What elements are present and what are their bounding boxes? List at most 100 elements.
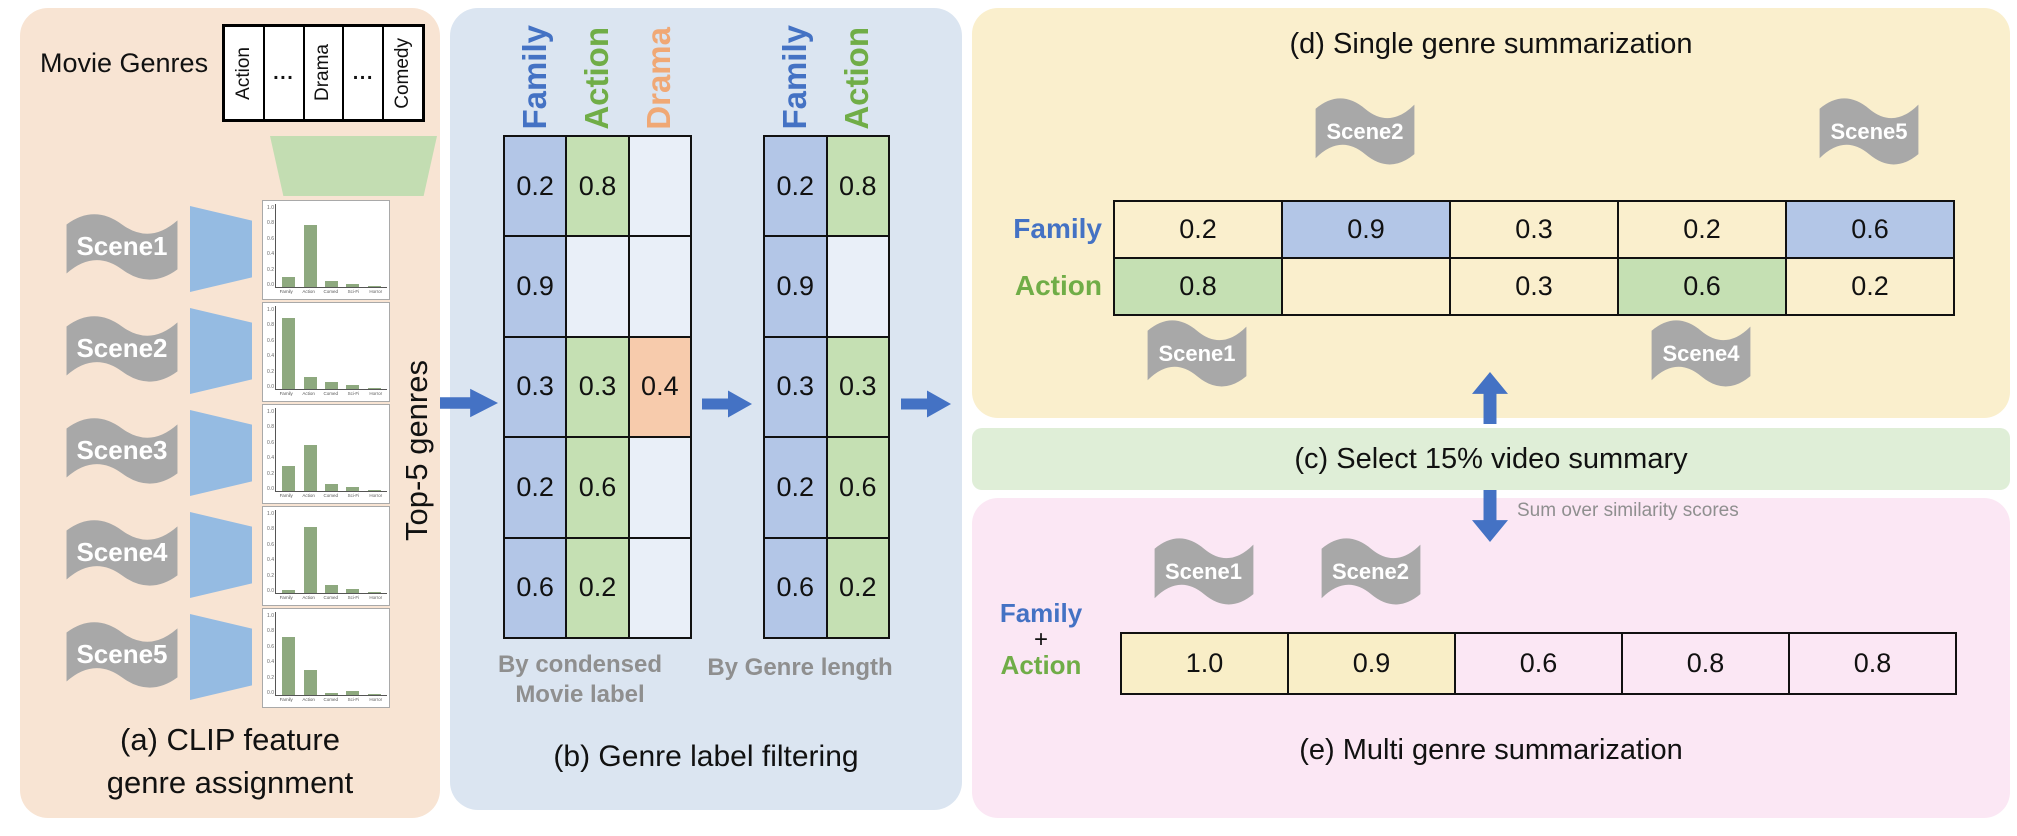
column-header: Action — [565, 14, 627, 130]
chart-bar — [324, 281, 338, 287]
matrix-cell: 0.2 — [764, 437, 827, 538]
column-header-label: Family — [515, 25, 553, 130]
genre-strip-label: ... — [273, 61, 295, 84]
y-tick-label: 0.8 — [267, 322, 274, 329]
row-label-family: Family — [1013, 212, 1102, 244]
scene-flag: Scene5 — [1812, 86, 1926, 181]
x-tick-label: Sci-Fi — [347, 493, 360, 498]
matrix-cell — [826, 236, 889, 337]
flag-shape — [1321, 538, 1420, 605]
y-tick-label: 0.2 — [267, 674, 274, 681]
matrix-cell: 0.2 — [504, 136, 567, 237]
scene-flag: Scene2 — [1308, 86, 1422, 181]
y-tick-label: 0.4 — [267, 251, 274, 258]
matrix-cell: 0.9 — [764, 236, 827, 337]
caption-line: By Genre length — [707, 654, 893, 681]
y-tick-label: 0.4 — [267, 353, 274, 360]
matrix-cell: 0.3 — [764, 336, 827, 438]
encoder-trapezoid — [190, 410, 252, 496]
y-tick-label: 0.6 — [267, 643, 274, 650]
column-header: Action — [825, 14, 887, 130]
flag-shape — [66, 316, 178, 382]
caption-line: Movie label — [515, 681, 645, 708]
row-label-action: Action — [1014, 269, 1102, 301]
scene-flag-label: Scene3 — [76, 435, 168, 466]
x-tick-label: Horror — [369, 595, 383, 600]
caption-a-line1: (a) CLIP feature — [120, 722, 340, 757]
matrix-cell — [628, 236, 691, 337]
matrix-cell — [566, 236, 629, 337]
x-tick-label: Action — [302, 595, 315, 600]
x-tick-label: Family — [279, 595, 293, 600]
chart-bar — [324, 484, 338, 491]
y-tick-label: 0.2 — [267, 368, 274, 375]
chart-bar — [346, 588, 360, 593]
x-tick-label: Horror — [369, 289, 383, 294]
chart-bars — [275, 612, 387, 696]
scene-flag: Scene2 — [1314, 526, 1428, 621]
scene-flag-label: Scene1 — [1164, 558, 1243, 584]
encoder-trapezoid — [190, 308, 252, 394]
matrix-cell: 0.8 — [1789, 633, 1956, 694]
x-tick-label: Comedy — [323, 289, 338, 294]
flag-shape — [1315, 98, 1415, 165]
matrix-cell: 0.2 — [566, 537, 629, 638]
matrix-cell: 0.3 — [566, 336, 629, 438]
flag-shape — [1147, 320, 1247, 387]
x-tick-label: Sci-Fi — [347, 391, 360, 396]
genre-strip-cell: Drama — [302, 27, 343, 119]
chart-bar — [303, 224, 317, 287]
chart-bar — [324, 693, 338, 695]
matrix-cell: 0.9 — [1282, 201, 1450, 258]
matrix-cell: 0.2 — [1114, 201, 1282, 258]
scene-flag-label: Scene4 — [1662, 340, 1740, 366]
matrix-cell — [628, 437, 691, 538]
column-header: Family — [503, 14, 565, 130]
matrix-cell — [1282, 258, 1450, 315]
chart-bar — [346, 690, 360, 695]
matrix-cell: 0.8 — [1622, 633, 1789, 694]
y-tick-label: 0.4 — [267, 557, 274, 564]
chart-bar — [346, 486, 360, 491]
encoder-trapezoid — [190, 512, 252, 598]
y-tick-label: 0.0 — [267, 281, 274, 288]
scene-flag-label: Scene2 — [76, 333, 168, 364]
x-tick-label: Action — [302, 493, 315, 498]
y-tick-label: 0.0 — [267, 689, 274, 696]
scene-flag: Scene4 — [58, 508, 186, 602]
column-header-label: Action — [577, 27, 615, 130]
caption-d: (d) Single genre summarization — [1289, 28, 1693, 60]
y-tick-label: 1.0 — [267, 613, 274, 619]
scene-flag-label: Scene5 — [76, 639, 168, 670]
genre-strip-cell: ... — [262, 27, 303, 119]
y-tick-label: 0.4 — [267, 659, 274, 666]
genre-strip-label: ... — [352, 61, 374, 84]
scene-flag: Scene3 — [58, 406, 186, 500]
x-tick-label: Comedy — [323, 391, 338, 396]
scene-flag-label: Scene1 — [1158, 340, 1236, 366]
genre-strip-label: Drama — [312, 44, 334, 102]
y-tick-label: 0.2 — [267, 470, 274, 477]
scene-flag: Scene4 — [1644, 308, 1758, 403]
genre-strip-label: Comedy — [392, 37, 414, 109]
y-tick-label: 0.6 — [267, 439, 274, 446]
y-tick-label: 0.0 — [267, 587, 274, 594]
matrix-cell: 0.6 — [764, 537, 827, 638]
x-tick-label: Horror — [369, 697, 383, 702]
caption-b: (b) Genre label filtering — [553, 740, 859, 773]
column-header-label: Action — [837, 27, 875, 130]
movie-genres-label: Movie Genres — [40, 48, 209, 78]
x-tick-label: Comedy — [323, 595, 338, 600]
